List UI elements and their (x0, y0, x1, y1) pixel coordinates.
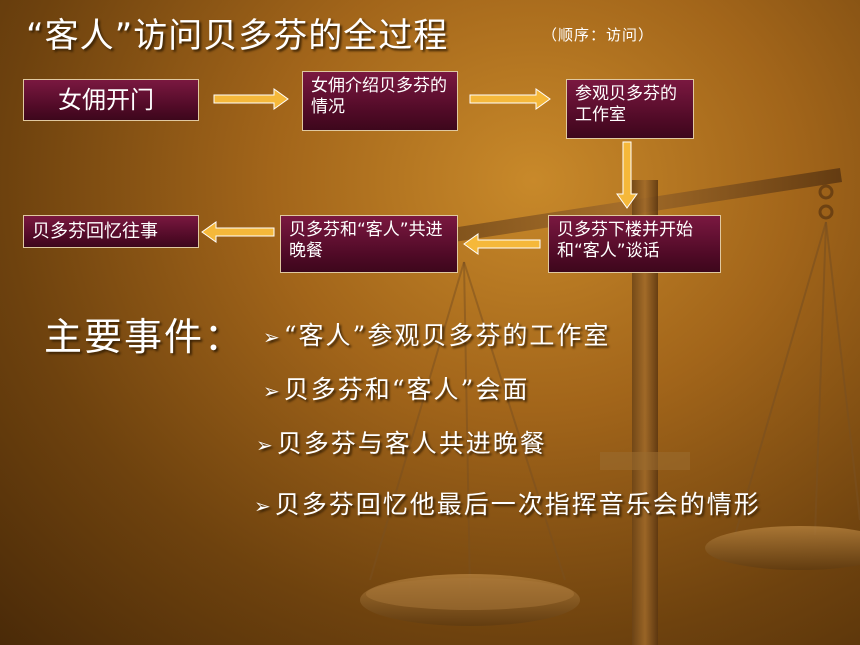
event-text: 贝多芬和“客人”会面 (283, 375, 530, 404)
arrow-down-icon (616, 141, 638, 209)
arrow-right-icon (213, 88, 289, 110)
event-text: 贝多芬回忆他最后一次指挥音乐会的情形 (274, 490, 761, 519)
event-item: ➢贝多芬与客人共进晚餐 (256, 424, 547, 460)
flow-step-maid-introduces: 女佣介绍贝多芬的情况 (302, 71, 458, 131)
bullet-arrow-icon: ➢ (256, 433, 275, 457)
arrow-left-icon (463, 233, 541, 255)
flow-step-recollection: 贝多芬回忆往事 (23, 215, 199, 248)
slide-title: “客人”访问贝多芬的全过程 (26, 16, 449, 56)
event-item: ➢“客人”参观贝多芬的工作室 (263, 316, 610, 352)
slide-subtitle: （顺序：访问） (542, 26, 655, 44)
event-text: “客人”参观贝多芬的工作室 (283, 321, 611, 350)
event-item: ➢贝多芬和“客人”会面 (263, 370, 529, 406)
event-text: 贝多芬与客人共进晚餐 (276, 429, 547, 458)
arrow-right-icon (469, 88, 551, 110)
bullet-arrow-icon: ➢ (254, 494, 273, 518)
events-heading: 主要事件： (44, 315, 245, 359)
event-item: ➢贝多芬回忆他最后一次指挥音乐会的情形 (254, 485, 761, 521)
flow-step-visit-workroom: 参观贝多芬的工作室 (566, 79, 694, 139)
bullet-arrow-icon: ➢ (263, 379, 282, 403)
flow-step-dinner: 贝多芬和“客人”共进晚餐 (280, 215, 458, 273)
flow-step-conversation: 贝多芬下楼并开始和“客人”谈话 (548, 215, 721, 273)
bullet-arrow-icon: ➢ (263, 325, 282, 349)
arrow-left-icon (201, 221, 275, 243)
flow-step-maid-opens-door: 女佣开门 (23, 79, 199, 121)
